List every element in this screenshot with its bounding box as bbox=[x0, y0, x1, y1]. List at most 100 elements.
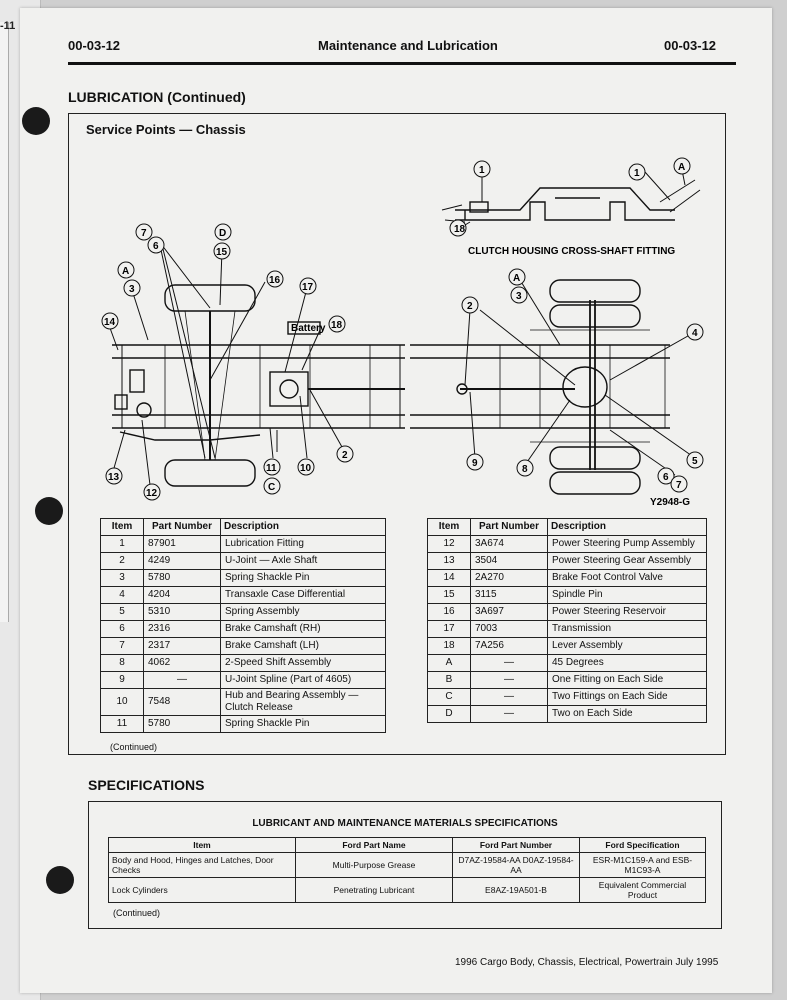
binder-hole bbox=[35, 497, 63, 525]
lubrication-box bbox=[68, 113, 726, 755]
header-right-code: 00-03-12 bbox=[664, 38, 717, 53]
column-header: Item bbox=[100, 518, 144, 536]
callout-6: 6 bbox=[147, 236, 165, 254]
callout-11: 11 bbox=[263, 458, 281, 476]
column-header: Part Number bbox=[143, 518, 221, 536]
continued-note: (Continued) bbox=[110, 742, 158, 752]
specifications-table: Item Ford Part Name Ford Part Number For… bbox=[108, 837, 706, 903]
specifications-continued: (Continued) bbox=[113, 908, 161, 918]
header-rule bbox=[68, 62, 736, 65]
callout-7b: 7 bbox=[670, 475, 688, 493]
svg-text:13: 13 bbox=[108, 472, 120, 483]
diagram-title: Service Points — Chassis bbox=[86, 122, 246, 137]
figure-code: Y2948-G bbox=[650, 497, 690, 508]
svg-text:12: 12 bbox=[146, 488, 158, 499]
table-row: A—45 Degrees bbox=[427, 654, 707, 672]
callout-5: 5 bbox=[686, 451, 704, 469]
callout-15: 15 bbox=[213, 242, 231, 260]
callout-10: 10 bbox=[297, 458, 315, 476]
svg-text:11: 11 bbox=[266, 463, 277, 474]
binder-hole bbox=[46, 866, 74, 894]
svg-text:14: 14 bbox=[104, 317, 116, 328]
column-header: Item bbox=[108, 837, 296, 853]
svg-text:2: 2 bbox=[467, 301, 473, 312]
callout-C: C bbox=[263, 477, 281, 495]
svg-text:17: 17 bbox=[302, 282, 314, 293]
svg-text:5: 5 bbox=[692, 456, 698, 467]
battery-label: Battery bbox=[291, 323, 326, 334]
callout-16: 16 bbox=[266, 270, 284, 288]
svg-text:9: 9 bbox=[472, 458, 478, 469]
specifications-title: SPECIFICATIONS bbox=[88, 777, 205, 793]
callout-12: 12 bbox=[143, 483, 161, 501]
svg-text:3: 3 bbox=[516, 291, 522, 302]
column-header: Ford Specification bbox=[579, 837, 706, 853]
callout-Bb: A bbox=[508, 268, 526, 286]
header-title: Maintenance and Lubrication bbox=[318, 38, 498, 53]
svg-text:A: A bbox=[678, 162, 685, 173]
svg-text:1: 1 bbox=[634, 168, 640, 179]
svg-text:18: 18 bbox=[331, 320, 343, 331]
specifications-box: LUBRICANT AND MAINTENANCE MATERIALS SPEC… bbox=[88, 801, 722, 929]
callout-18: 18 bbox=[328, 315, 346, 333]
svg-text:4: 4 bbox=[692, 328, 698, 339]
callout-2: 2 bbox=[336, 445, 354, 463]
adjacent-page-edge bbox=[0, 22, 9, 622]
binder-hole bbox=[22, 107, 50, 135]
column-header: Description bbox=[547, 518, 707, 536]
svg-text:C: C bbox=[268, 482, 275, 493]
callout-14: 14 bbox=[101, 312, 119, 330]
svg-text:A: A bbox=[122, 266, 129, 277]
binder-tab: -11 bbox=[0, 20, 16, 32]
column-header: Ford Part Name bbox=[295, 837, 453, 853]
manual-page bbox=[20, 8, 772, 993]
column-header: Part Number bbox=[470, 518, 548, 536]
table-row: C—Two Fittings on Each Side bbox=[427, 688, 707, 706]
callout-1: 1 bbox=[473, 160, 491, 178]
table-row: D—Two on Each Side bbox=[427, 705, 707, 723]
callout-D: D bbox=[214, 223, 232, 241]
svg-text:8: 8 bbox=[522, 464, 528, 475]
column-header: Description bbox=[220, 518, 386, 536]
svg-text:D: D bbox=[219, 228, 226, 239]
table-row: Body and Hood, Hinges and Latches, Door … bbox=[108, 852, 706, 878]
svg-text:7: 7 bbox=[141, 228, 147, 239]
svg-text:7: 7 bbox=[676, 480, 682, 491]
svg-text:1: 1 bbox=[479, 165, 485, 176]
callout-17: 17 bbox=[299, 277, 317, 295]
svg-text:15: 15 bbox=[216, 247, 228, 258]
section-title: LUBRICATION (Continued) bbox=[68, 89, 246, 105]
callout-6b: 6 bbox=[657, 467, 675, 485]
svg-text:6: 6 bbox=[153, 241, 159, 252]
callout-8: 8 bbox=[516, 459, 534, 477]
svg-text:10: 10 bbox=[300, 463, 312, 474]
table-row: 9—U-Joint Spline (Part of 4605) bbox=[100, 671, 386, 689]
table-row: Lock Cylinders Penetrating Lubricant E8A… bbox=[108, 877, 706, 903]
header-left-code: 00-03-12 bbox=[68, 38, 121, 53]
callout-4: 4 bbox=[686, 323, 704, 341]
svg-text:A: A bbox=[513, 273, 520, 284]
chassis-diagram: Battery CLUTCH HOUSING CROSS-SHAFT FITTI… bbox=[101, 157, 704, 508]
column-header: Item bbox=[427, 518, 471, 536]
callout-Ab: A bbox=[673, 157, 691, 175]
svg-text:2: 2 bbox=[342, 450, 348, 461]
callout-group: 7 6 D 15 A 3 16 17 14 18 2 11 10 C 13 12… bbox=[101, 157, 704, 501]
detail-caption: CLUTCH HOUSING CROSS-SHAFT FITTING bbox=[468, 246, 675, 257]
callout-3b: 3 bbox=[510, 286, 528, 304]
page-footer: 1996 Cargo Body, Chassis, Electrical, Po… bbox=[455, 957, 719, 968]
